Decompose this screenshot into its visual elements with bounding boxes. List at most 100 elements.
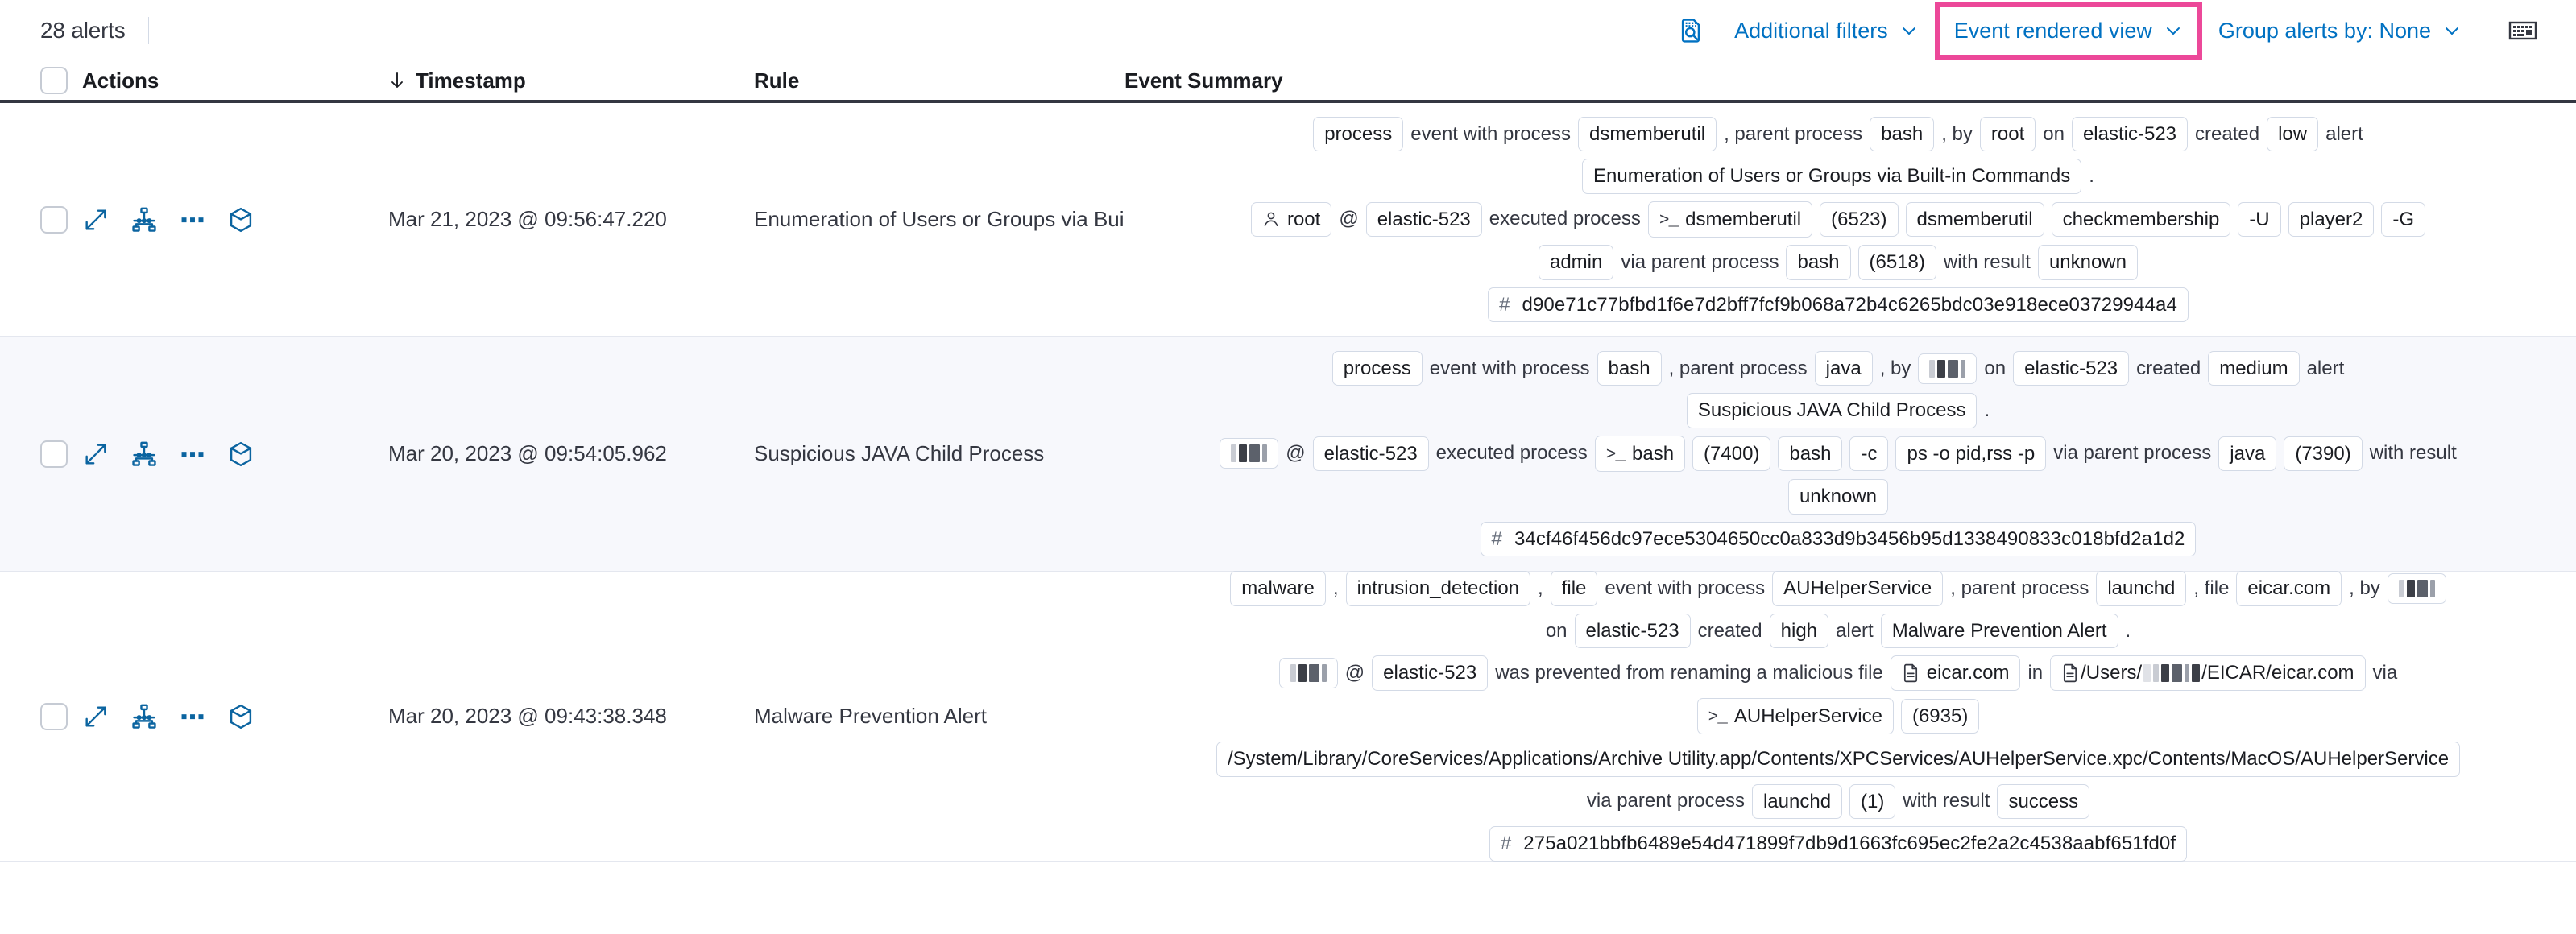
summary-chip[interactable]: Enumeration of Users or Groups via Built… <box>1582 159 2082 194</box>
summary-chip[interactable]: elastic-523 <box>1372 655 1489 691</box>
summary-chip-process[interactable]: >_AUHelperService <box>1696 697 1894 735</box>
row-select-checkbox[interactable] <box>40 702 68 730</box>
summary-chip[interactable]: (6935) <box>1900 698 1980 734</box>
summary-chip-file[interactable]: eicar.com <box>1890 655 2021 691</box>
summary-chip[interactable]: java <box>1814 350 1873 386</box>
summary-chip[interactable]: -U <box>2238 201 2281 238</box>
summary-chip[interactable]: Malware Prevention Alert <box>1880 613 2118 649</box>
session-view-cube-icon[interactable] <box>227 703 255 730</box>
summary-chip[interactable]: elastic-523 <box>2013 350 2130 386</box>
summary-chip[interactable]: -c <box>1849 436 1889 472</box>
summary-chip[interactable]: elastic-523 <box>1574 613 1691 649</box>
expand-icon[interactable] <box>82 703 110 730</box>
user-icon <box>1262 210 1280 228</box>
summary-chip[interactable]: /System/Library/CoreServices/Application… <box>1216 742 2461 777</box>
select-all-checkbox[interactable] <box>40 67 68 94</box>
row-rule-name[interactable]: Enumeration of Users or Groups via Bui <box>754 207 1124 231</box>
summary-chip[interactable]: java <box>2218 436 2277 472</box>
summary-chip[interactable]: intrusion_detection <box>1345 571 1531 606</box>
row-rule-name[interactable]: Suspicious JAVA Child Process <box>754 441 1045 465</box>
summary-chip[interactable]: admin <box>1538 245 1614 280</box>
summary-chip-redacted-user[interactable] <box>1918 353 1978 384</box>
row-select-checkbox[interactable] <box>40 440 68 468</box>
session-view-cube-icon[interactable] <box>227 440 255 468</box>
summary-chip[interactable]: (6518) <box>1857 245 1936 280</box>
summary-chip[interactable]: elastic-523 <box>2071 116 2189 152</box>
summary-chip[interactable]: process <box>1313 116 1404 152</box>
summary-chip[interactable]: bash <box>1778 436 1843 472</box>
summary-chip[interactable]: unknown <box>1787 479 1889 515</box>
summary-chip[interactable]: elastic-523 <box>1365 201 1482 238</box>
summary-chip[interactable]: dsmemberutil <box>1905 201 2044 238</box>
keyboard-icon[interactable] <box>2504 11 2542 50</box>
summary-chip[interactable]: bash <box>1870 116 1935 152</box>
summary-text: , by <box>1941 122 1973 145</box>
more-actions-icon[interactable] <box>179 206 206 234</box>
group-alerts-by-button[interactable]: Group alerts by: None <box>2205 10 2475 52</box>
summary-chip[interactable]: low <box>2267 116 2319 152</box>
additional-filters-button[interactable]: Additional filters <box>1721 10 1932 52</box>
summary-chip[interactable]: unknown <box>2037 245 2139 280</box>
summary-chip[interactable]: player2 <box>2288 201 2375 238</box>
expand-icon[interactable] <box>82 206 110 234</box>
row-select-checkbox[interactable] <box>40 205 68 234</box>
row-rule-name[interactable]: Malware Prevention Alert <box>754 704 988 728</box>
summary-chip[interactable]: (7400) <box>1692 436 1771 472</box>
summary-chip[interactable]: high <box>1769 613 1829 649</box>
summary-chip-user[interactable]: root <box>1250 201 1332 238</box>
summary-chip-process[interactable]: >_dsmemberutil <box>1647 200 1813 238</box>
event-rendered-view-button[interactable]: Event rendered view <box>1951 19 2186 43</box>
column-header-event-summary[interactable]: Event Summary <box>1124 68 2576 93</box>
summary-chip[interactable]: medium <box>2208 350 2300 386</box>
document-search-icon[interactable] <box>1673 13 1708 48</box>
summary-chip[interactable]: (1) <box>1849 783 1896 820</box>
summary-chip[interactable]: (6523) <box>1820 201 1899 238</box>
summary-chip-hash[interactable]: #275a021bbfb6489e54d471899f7db9d1663fc69… <box>1489 826 2188 862</box>
summary-chip[interactable]: root <box>1979 116 2036 152</box>
analyzer-graph-icon[interactable] <box>130 703 158 730</box>
more-actions-icon[interactable] <box>179 440 206 468</box>
summary-chip[interactable]: bash <box>1786 245 1851 280</box>
summary-chip-redacted-user[interactable] <box>1278 658 1338 689</box>
summary-chip-redacted-user[interactable] <box>1220 438 1279 469</box>
analyzer-graph-icon[interactable] <box>130 440 158 468</box>
summary-chip[interactable]: -G <box>2381 201 2426 238</box>
summary-chip[interactable]: Suspicious JAVA Child Process <box>1686 393 1978 428</box>
column-header-timestamp[interactable]: Timestamp <box>388 68 754 93</box>
summary-chip[interactable]: launchd <box>1751 783 1843 820</box>
summary-chip[interactable]: dsmemberutil <box>1578 116 1717 152</box>
summary-chip-file-path[interactable]: /Users//EICAR/eicar.com <box>2050 655 2366 691</box>
summary-chip[interactable]: success <box>1997 783 2090 820</box>
hash-value: d90e71c77bfbd1f6e7d2bff7fcf9b068a72b4c62… <box>1522 293 2177 316</box>
summary-chip-hash[interactable]: #34cf46f456dc97ece5304650cc0a833d9b3456b… <box>1480 521 2197 557</box>
more-actions-icon[interactable] <box>179 703 206 730</box>
summary-chip[interactable]: process <box>1331 350 1423 386</box>
event-summary-line: /System/Library/CoreServices/Application… <box>1216 742 2461 777</box>
select-all-checkbox-cell <box>40 67 82 94</box>
summary-chip[interactable]: ps -o pid,rss -p <box>1895 436 2047 472</box>
summary-chip[interactable]: malware <box>1230 571 1326 606</box>
column-header-rule[interactable]: Rule <box>754 68 1124 93</box>
row-timestamp: Mar 20, 2023 @ 09:43:38.348 <box>388 704 667 728</box>
table-row[interactable]: Mar 20, 2023 @ 09:43:38.348 Malware Preve… <box>0 571 2576 862</box>
analyzer-graph-icon[interactable] <box>130 206 158 234</box>
summary-chip-hash[interactable]: #d90e71c77bfbd1f6e7d2bff7fcf9b068a72b4c6… <box>1488 287 2189 323</box>
expand-icon[interactable] <box>82 440 110 468</box>
summary-chip[interactable]: file <box>1550 571 1598 606</box>
event-summary-line: >_AUHelperService(6935) <box>1696 697 1980 735</box>
summary-chip[interactable]: elastic-523 <box>1312 436 1429 472</box>
session-view-cube-icon[interactable] <box>227 206 255 234</box>
summary-chip[interactable]: (7390) <box>2284 436 2363 472</box>
column-header-actions[interactable]: Actions <box>82 68 388 93</box>
summary-chip[interactable]: checkmembership <box>2051 201 2231 238</box>
summary-chip[interactable]: launchd <box>2096 571 2187 606</box>
summary-chip-redacted-user[interactable] <box>2387 572 2446 604</box>
summary-chip-process[interactable]: >_bash <box>1594 435 1686 473</box>
summary-chip[interactable]: AUHelperService <box>1772 571 1944 606</box>
summary-chip[interactable]: bash <box>1597 350 1662 386</box>
summary-chip[interactable]: eicar.com <box>2236 571 2342 606</box>
